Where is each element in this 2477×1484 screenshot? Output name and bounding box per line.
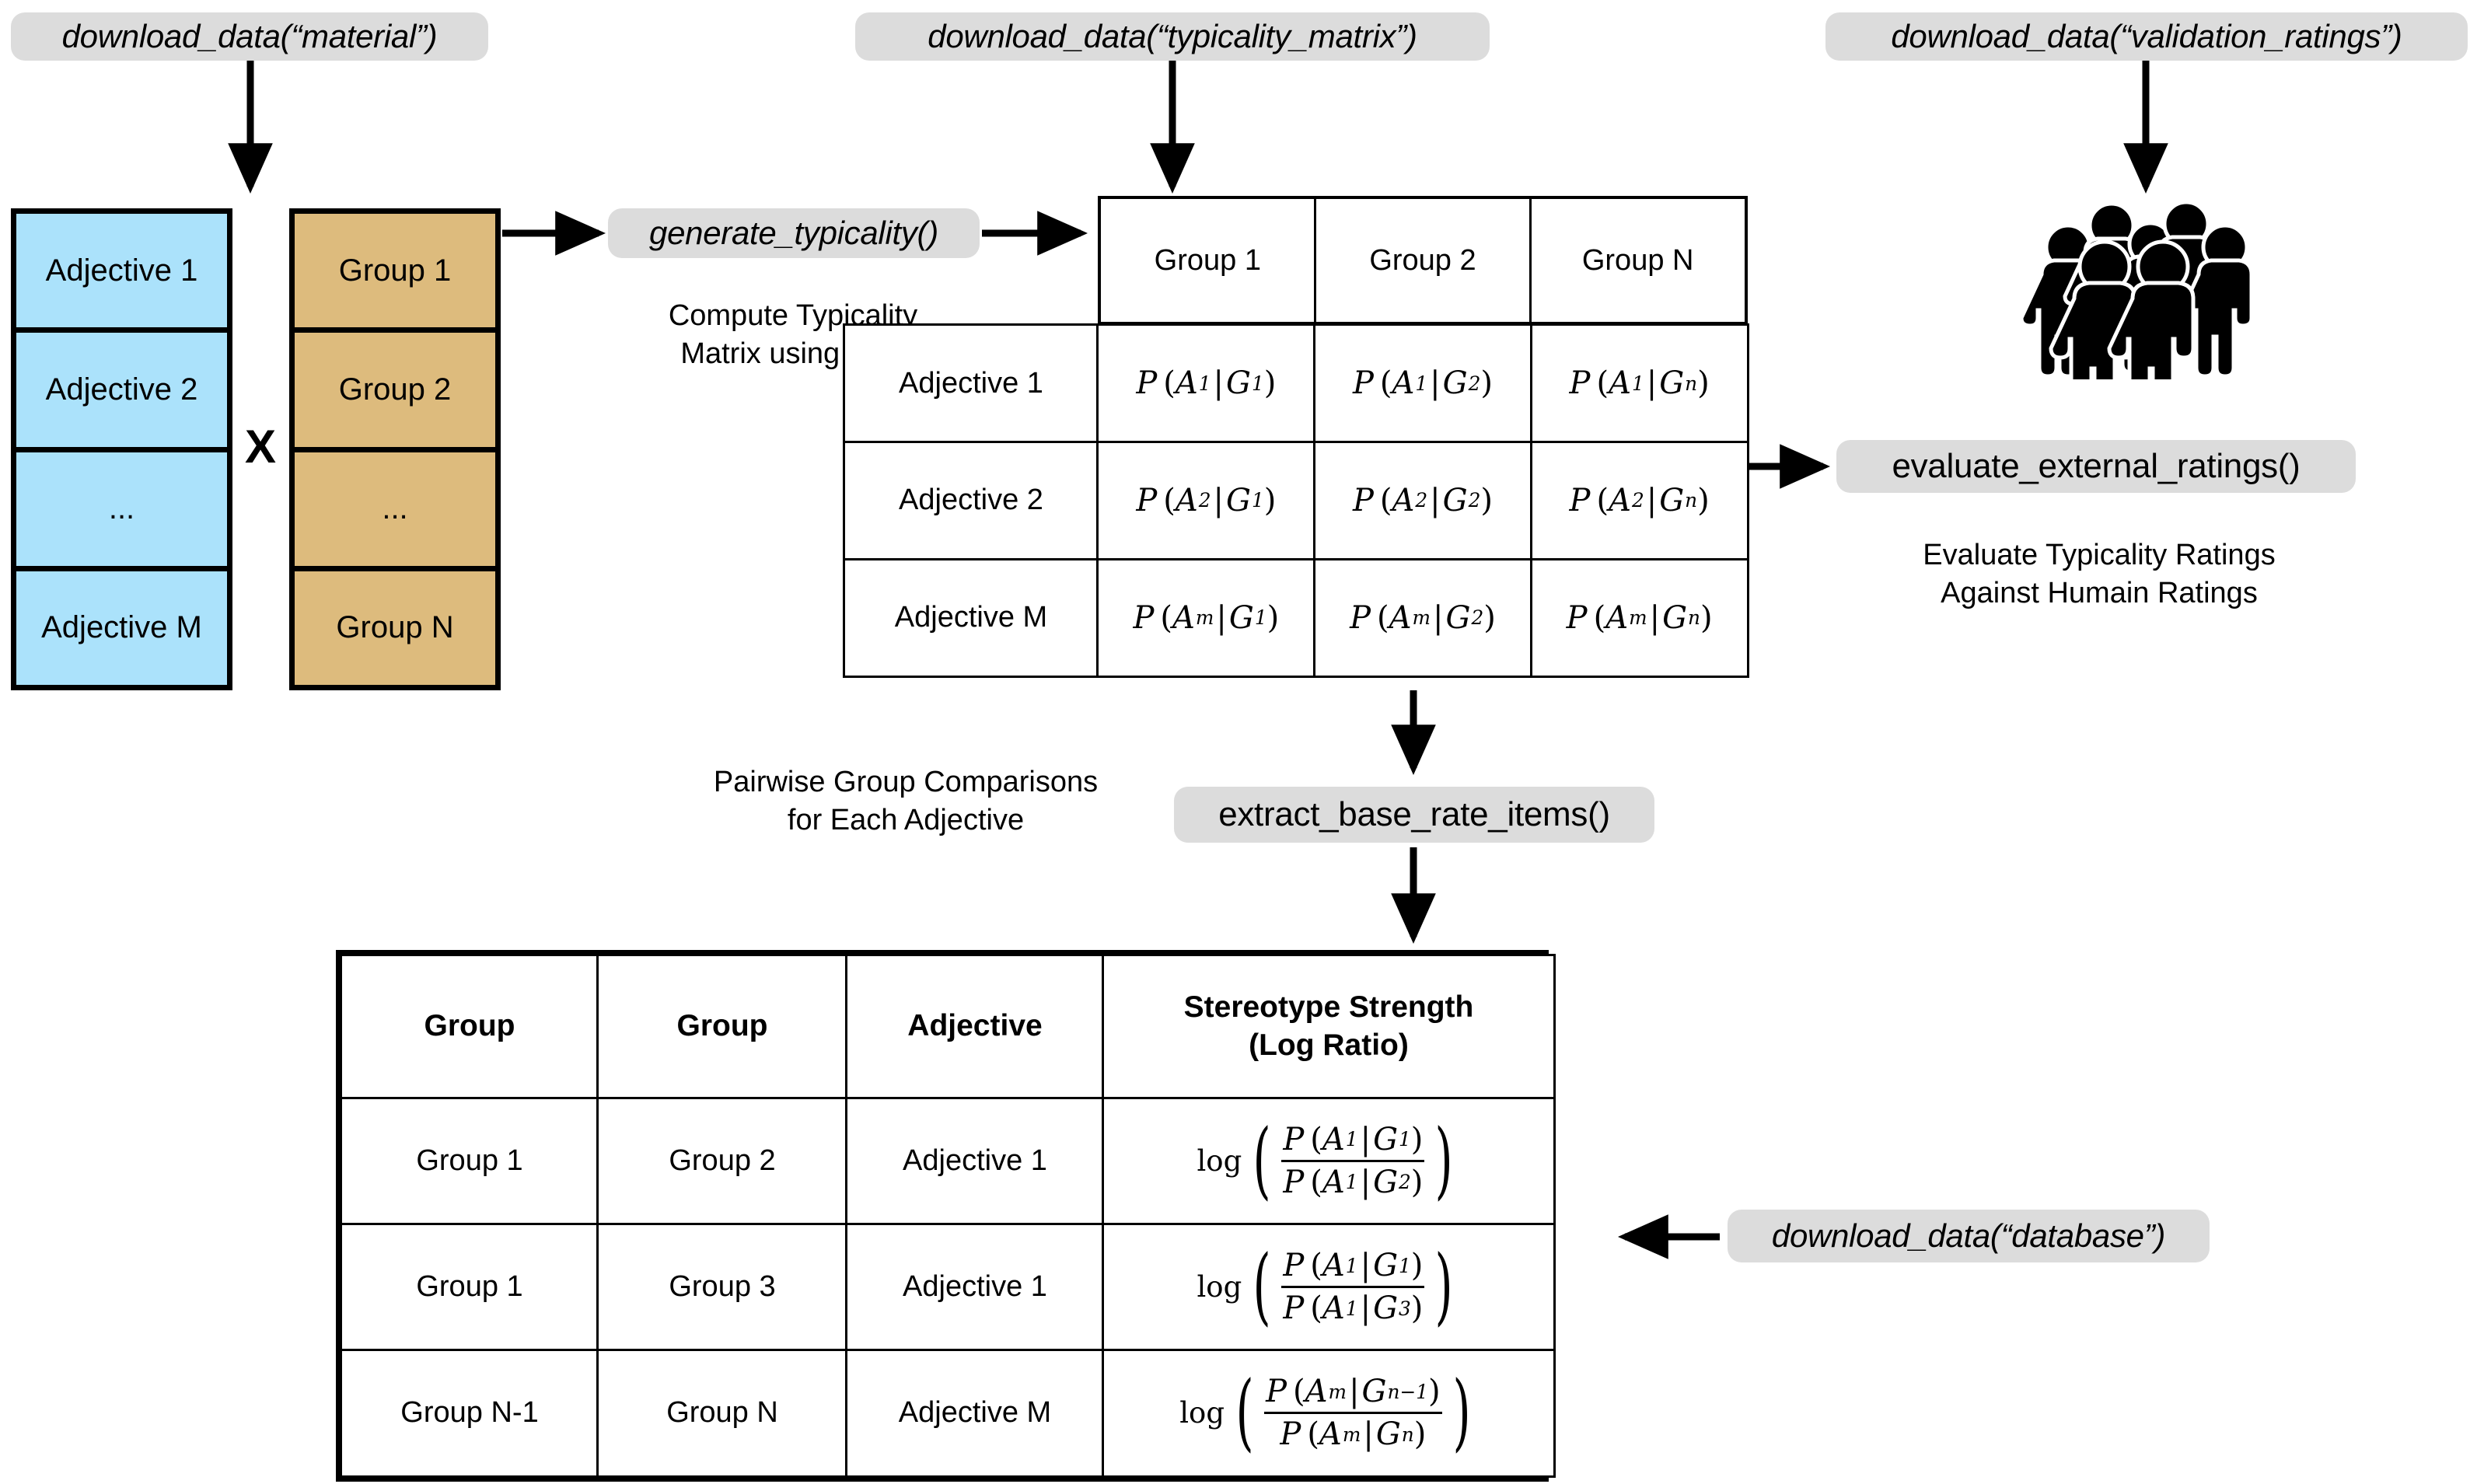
group-stack-item[interactable]: Group N	[295, 571, 495, 685]
sub: 1	[1399, 1128, 1411, 1151]
sub: 1	[1345, 1171, 1358, 1194]
sub: 2	[1415, 489, 1428, 512]
download-typicality-matrix-pill[interactable]: download_data(“typicality_matrix”)	[855, 12, 1490, 61]
open-paren: (	[1252, 1238, 1271, 1336]
log-label: log	[1197, 1144, 1242, 1178]
table-cell-group-a[interactable]: Group N-1	[340, 1349, 599, 1478]
sub: 1	[1345, 1128, 1358, 1151]
sub: 2	[1399, 1171, 1411, 1194]
sub: 1	[1198, 372, 1211, 395]
close-paren: )	[1434, 1238, 1454, 1336]
table-header-group-a: Group	[340, 954, 599, 1100]
people-group-icon	[2019, 200, 2278, 416]
evaluate-external-ratings-pill[interactable]: evaluate_external_ratings()	[1836, 440, 2356, 493]
table-cell-group-a[interactable]: Group 1	[340, 1096, 599, 1226]
sub: n	[1685, 489, 1698, 512]
download-validation-ratings-pill[interactable]: download_data(“validation_ratings”)	[1825, 12, 2468, 61]
table-cell-group-b[interactable]: Group 2	[596, 1096, 848, 1226]
sub: 2	[1631, 489, 1644, 512]
sub: n	[1401, 1423, 1414, 1446]
sub: n−1	[1387, 1380, 1429, 1403]
download-material-pill[interactable]: download_data(“material”)	[11, 12, 488, 61]
adjective-stack-item[interactable]: Adjective 1	[16, 214, 227, 333]
sub: 1	[1399, 1254, 1411, 1277]
typicality-matrix-header-row: Group 1 Group 2 Group N	[1098, 196, 1748, 325]
matrix-row-header[interactable]: Adjective 2	[843, 440, 1099, 561]
sub: 1	[1251, 489, 1264, 512]
sub: n	[1688, 606, 1701, 630]
log-label: log	[1197, 1270, 1242, 1304]
pairwise-comparisons-caption: Pairwise Group Comparisons for Each Adje…	[713, 766, 1099, 836]
table-cell-adjective[interactable]: Adjective M	[845, 1349, 1105, 1478]
sub: m	[1412, 606, 1431, 630]
matrix-col-header[interactable]: Group N	[1528, 197, 1747, 324]
table-header-adjective: Adjective	[845, 954, 1105, 1100]
adjective-stack: Adjective 1 Adjective 2 ... Adjective M	[11, 208, 232, 690]
sub: 1	[1345, 1254, 1358, 1277]
sub: 2	[1471, 606, 1484, 630]
table-cell-adjective[interactable]: Adjective 1	[845, 1222, 1105, 1352]
sub: 1	[1631, 372, 1644, 395]
matrix-col-header[interactable]: Group 1	[1099, 197, 1317, 324]
close-paren: )	[1434, 1111, 1454, 1209]
group-stack-item[interactable]: Group 1	[295, 214, 495, 333]
base-rate-table: Group Group Adjective Stereotype Strengt…	[336, 950, 1556, 1482]
download-database-pill[interactable]: download_data(“database”)	[1728, 1210, 2210, 1262]
open-paren: (	[1235, 1364, 1254, 1461]
adjective-stack-item[interactable]: Adjective M	[16, 571, 227, 685]
sub: 1	[1251, 372, 1264, 395]
sub: 1	[1415, 372, 1428, 395]
group-stack: Group 1 Group 2 ... Group N	[289, 208, 501, 690]
sub: 2	[1468, 372, 1481, 395]
adjective-stack-item[interactable]: Adjective 2	[16, 333, 227, 452]
sub: 3	[1399, 1297, 1411, 1320]
table-cell-group-b[interactable]: Group 3	[596, 1222, 848, 1352]
sub: 1	[1254, 606, 1267, 630]
sub: m	[1629, 606, 1647, 630]
log-label: log	[1179, 1396, 1225, 1430]
group-stack-item[interactable]: ...	[295, 452, 495, 571]
adjective-stack-item[interactable]: ...	[16, 452, 227, 571]
group-stack-item[interactable]: Group 2	[295, 333, 495, 452]
table-cell-adjective[interactable]: Adjective 1	[845, 1096, 1105, 1226]
evaluate-humain-caption: Evaluate Typicality Ratings Against Huma…	[1923, 539, 2276, 609]
generate-typicality-pill[interactable]: generate_typicality()	[608, 208, 980, 258]
extract-base-rate-items-pill[interactable]: extract_base_rate_items()	[1174, 787, 1654, 843]
sub: n	[1685, 372, 1698, 395]
multiply-symbol: X	[244, 421, 277, 473]
matrix-col-header[interactable]: Group 2	[1313, 197, 1532, 324]
table-cell-group-b[interactable]: Group N	[596, 1349, 848, 1478]
open-paren: (	[1252, 1111, 1271, 1209]
sub: 2	[1198, 489, 1211, 512]
table-header-stereotype-strength: Stereotype Strength (Log Ratio)	[1102, 954, 1556, 1100]
table-cell-group-a[interactable]: Group 1	[340, 1222, 599, 1352]
matrix-row-header[interactable]: Adjective M	[843, 557, 1099, 678]
close-paren: )	[1452, 1364, 1471, 1461]
table-header-group-b: Group	[596, 954, 848, 1100]
matrix-row-header[interactable]: Adjective 1	[843, 323, 1099, 444]
sub: 2	[1468, 489, 1481, 512]
sub: m	[1328, 1380, 1347, 1403]
sub: m	[1342, 1423, 1361, 1446]
sub: m	[1195, 606, 1214, 630]
sub: 1	[1345, 1297, 1358, 1320]
